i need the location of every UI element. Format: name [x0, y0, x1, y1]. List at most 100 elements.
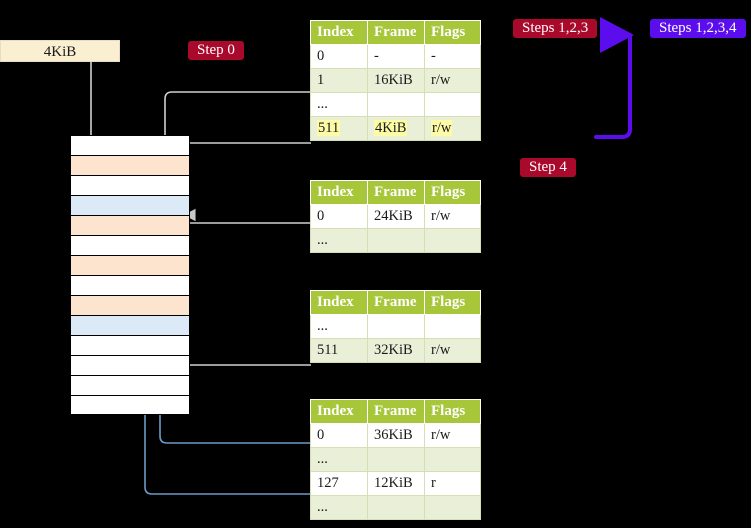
physical-memory-column: [58, 135, 190, 415]
cell-flags: [424, 314, 481, 339]
cell-frame: 32KiB: [367, 338, 425, 363]
cell-flags: r/w: [424, 116, 481, 141]
col-frame: Frame: [367, 290, 425, 315]
col-frame: Frame: [367, 399, 425, 424]
memory-tick-0: [58, 135, 70, 136]
memory-row-9: [70, 315, 190, 335]
memory-tick-4: [58, 215, 70, 216]
cell-index: 0: [310, 423, 368, 448]
cell-index: ...: [310, 228, 368, 253]
table-row: ...: [310, 228, 481, 253]
col-flags: Flags: [424, 399, 481, 424]
col-flags: Flags: [424, 20, 481, 45]
table-row: ...: [310, 92, 481, 117]
cell-frame: [367, 228, 425, 253]
table-header-row: Index Frame Flags: [310, 20, 481, 45]
cell-frame: 16KiB: [367, 68, 425, 93]
highlighted-value: 4KiB: [374, 120, 408, 136]
cell-flags: r/w: [424, 338, 481, 363]
table-row: ...: [310, 447, 481, 472]
col-flags: Flags: [424, 290, 481, 315]
cell-frame: [367, 92, 425, 117]
table-header-row: Index Frame Flags: [310, 399, 481, 424]
memory-row-7: [70, 275, 190, 295]
cell-index: 0: [310, 44, 368, 69]
table-row: 0--: [310, 44, 481, 69]
cell-index: 1: [310, 68, 368, 93]
memory-row-2: [70, 175, 190, 195]
cell-frame: 4KiB: [367, 116, 425, 141]
memory-row-13: [70, 395, 190, 415]
memory-tick-2: [58, 175, 70, 176]
memory-row-4: [70, 215, 190, 235]
memory-tick-6: [58, 255, 70, 256]
memory-tick-3: [58, 195, 70, 196]
wire-table1-row511: [183, 142, 311, 222]
cell-flags: [424, 92, 481, 117]
cell-flags: -: [424, 44, 481, 69]
col-index: Index: [310, 399, 368, 424]
wire-table3-row511: [169, 311, 311, 366]
memory-row-0: [70, 135, 190, 155]
badge-steps-1234: Steps 1,2,3,4: [650, 19, 746, 38]
table-header-row: Index Frame Flags: [310, 290, 481, 315]
cell-index: ...: [310, 495, 368, 520]
cell-index: 511: [310, 116, 368, 141]
highlighted-value: r/w: [431, 120, 453, 136]
memory-row-1: [70, 155, 190, 175]
memory-row-11: [70, 355, 190, 375]
cell-index: ...: [310, 92, 368, 117]
memory-row-6: [70, 255, 190, 275]
memory-row-5: [70, 235, 190, 255]
cell-frame: -: [367, 44, 425, 69]
col-flags: Flags: [424, 180, 481, 205]
table-header-row: Index Frame Flags: [310, 180, 481, 205]
badge-step-0: Step 0: [188, 41, 244, 60]
memory-row-12: [70, 375, 190, 395]
cell-flags: [424, 228, 481, 253]
cell-frame: 12KiB: [367, 471, 425, 496]
cell-index: 127: [310, 471, 368, 496]
highlighted-value: 511: [317, 120, 341, 136]
cell-frame: [367, 495, 425, 520]
table-row: 511 4KiB r/w: [310, 116, 481, 141]
cell-flags: r: [424, 471, 481, 496]
memory-row-8: [70, 295, 190, 315]
wire-table2-row0: [174, 222, 311, 262]
col-frame: Frame: [367, 20, 425, 45]
badge-steps-123: Steps 1,2,3: [513, 19, 598, 38]
cell-frame: 24KiB: [367, 204, 425, 229]
cell-index: ...: [310, 447, 368, 472]
cell-frame: [367, 314, 425, 339]
cell-index: 511: [310, 338, 368, 363]
cell-flags: r/w: [424, 423, 481, 448]
badge-step-4: Step 4: [520, 158, 576, 177]
col-frame: Frame: [367, 180, 425, 205]
cell-flags: [424, 495, 481, 520]
memory-row-10: [70, 335, 190, 355]
violet-step-arrow: [594, 17, 634, 139]
cell-flags: [424, 447, 481, 472]
table-row: ...: [310, 495, 481, 520]
col-index: Index: [310, 20, 368, 45]
cell-index: ...: [310, 314, 368, 339]
cell-frame: [367, 447, 425, 472]
memory-tick-8: [58, 295, 70, 296]
table-row: ...: [310, 314, 481, 339]
cell-flags: r/w: [424, 68, 481, 93]
col-index: Index: [310, 180, 368, 205]
source-frame-box: 4KiB: [0, 40, 120, 62]
